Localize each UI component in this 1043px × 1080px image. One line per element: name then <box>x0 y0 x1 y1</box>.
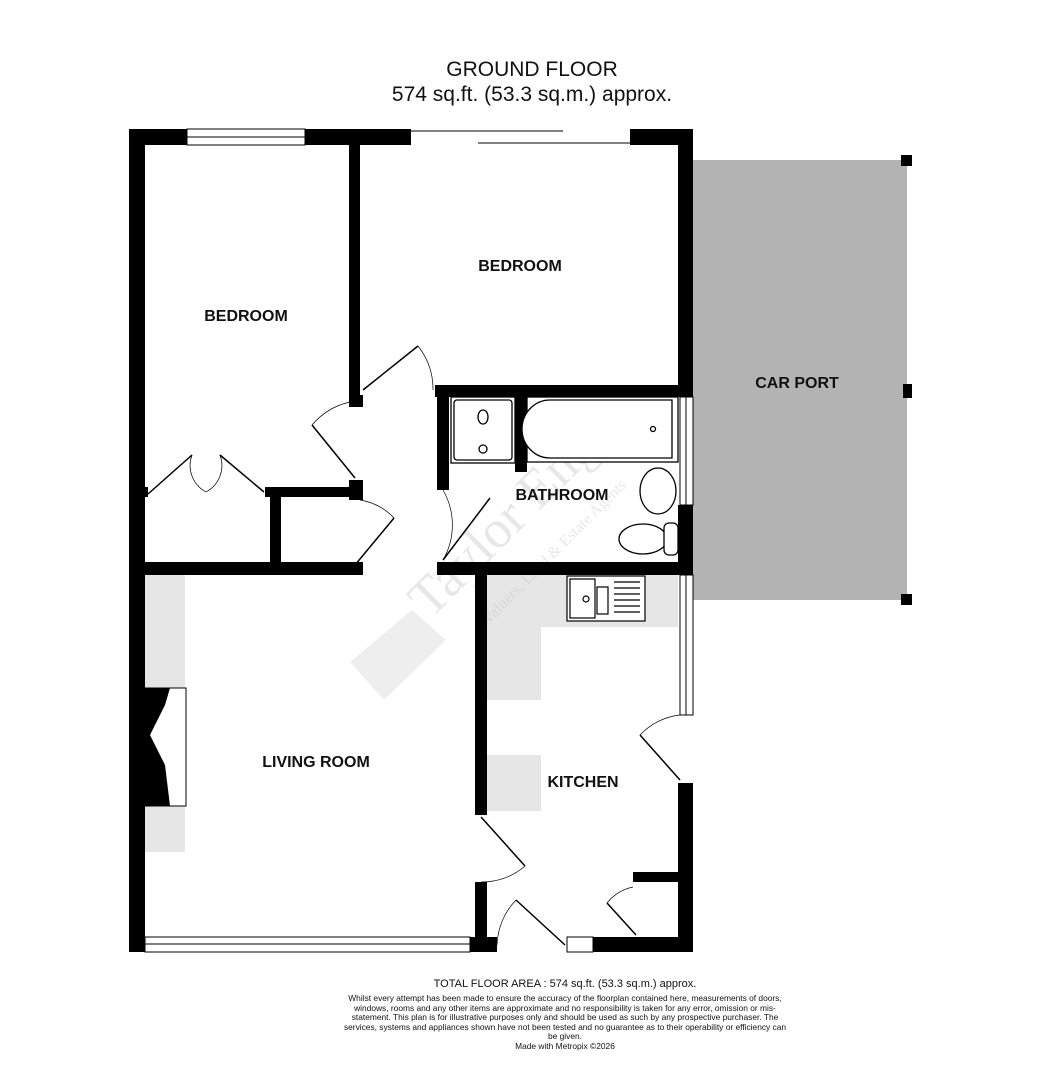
basin <box>639 467 677 515</box>
bathroom-fixtures <box>450 396 679 556</box>
floor-area: 574 sq.ft. (53.3 sq.m.) approx. <box>391 83 673 106</box>
car-port-post <box>901 155 912 166</box>
floor-title: GROUND FLOOR <box>446 58 618 81</box>
car-port-post <box>901 594 912 605</box>
car-port-post <box>903 384 912 398</box>
disclaimer: Whilst every attempt has been made to en… <box>343 993 787 1042</box>
windows <box>144 128 694 953</box>
walls <box>129 129 693 952</box>
room-label-kitchen: KITCHEN <box>547 774 618 791</box>
made-with: Made with Metropix ©2026 <box>515 1041 615 1051</box>
room-label-bedroom: BEDROOM <box>478 258 562 275</box>
room-label-bathroom: BATHROOM <box>515 487 608 504</box>
doors <box>147 345 681 946</box>
room-label-living-room: LIVING ROOM <box>262 754 370 771</box>
car-port-area <box>693 160 907 600</box>
room-label-car-port: CAR PORT <box>755 375 839 392</box>
room-label-bedroom: BEDROOM <box>204 308 288 325</box>
kitchen-sink <box>566 575 646 622</box>
fireplace <box>144 687 187 807</box>
toilet <box>618 523 668 555</box>
total-floor-area: TOTAL FLOOR AREA : 574 sq.ft. (53.3 sq.m… <box>433 978 697 990</box>
